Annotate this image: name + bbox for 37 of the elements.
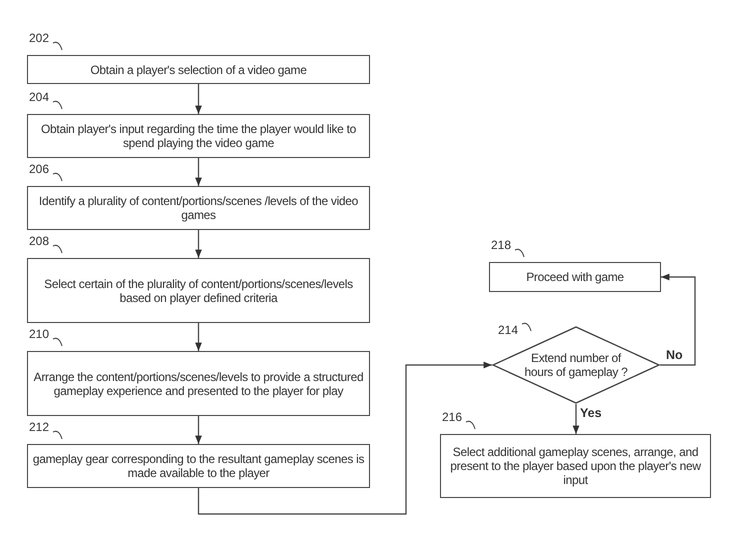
- arrow: [195, 84, 202, 114]
- arrow: [572, 404, 580, 434]
- process-box: [27, 351, 370, 416]
- process-box: [27, 55, 370, 84]
- step-text: Arrange the content/portions/scenes/levels to provide a structured gameplay experience and presented to the player for play: [32, 370, 364, 398]
- reference-numeral: 202: [29, 32, 50, 45]
- process-box: [489, 262, 661, 292]
- step-text: Identify a plurality of content/portions/scenes /levels of the video games: [38, 194, 360, 222]
- arrow: [195, 158, 202, 186]
- step-text: Extend number of hours of gameplay ?: [524, 351, 628, 379]
- arrow: [195, 416, 202, 444]
- decision-diamond: [492, 326, 660, 404]
- step-text: Obtain a player's selection of a video game: [89, 62, 308, 76]
- reference-numeral: 218: [491, 239, 512, 252]
- step-text: Obtain player's input regarding the time the player would like to spend playing the video game: [40, 122, 357, 150]
- step-text: gameplay gear corresponding to the resultant gameplay scenes is made available to the player: [32, 452, 366, 480]
- reference-numeral: 212: [29, 421, 50, 434]
- reference-numeral: 206: [29, 163, 50, 176]
- step-text: Proceed with game: [525, 270, 625, 284]
- reference-numeral: 204: [29, 91, 50, 104]
- process-box: [440, 434, 711, 498]
- reference-numeral: 214: [498, 324, 518, 337]
- edge-label: Yes: [580, 407, 602, 420]
- reference-numeral: 210: [29, 328, 50, 341]
- process-box: [27, 186, 370, 230]
- reference-numeral: 208: [29, 235, 50, 248]
- process-box: [27, 444, 370, 488]
- arrow: [195, 323, 202, 351]
- reference-numeral: 216: [442, 411, 462, 424]
- arrow: [660, 274, 696, 366]
- process-box: [27, 258, 370, 323]
- arrow: [195, 230, 202, 258]
- process-box: [27, 114, 370, 158]
- arrow: [198, 362, 492, 515]
- edge-label: No: [666, 349, 683, 362]
- step-text: Select certain of the plurality of content/portions/scenes/levels based on player defined criteria: [43, 276, 354, 304]
- step-text: Select additional gameplay scenes, arrange, and present to the player based upon the player's new input: [449, 445, 702, 487]
